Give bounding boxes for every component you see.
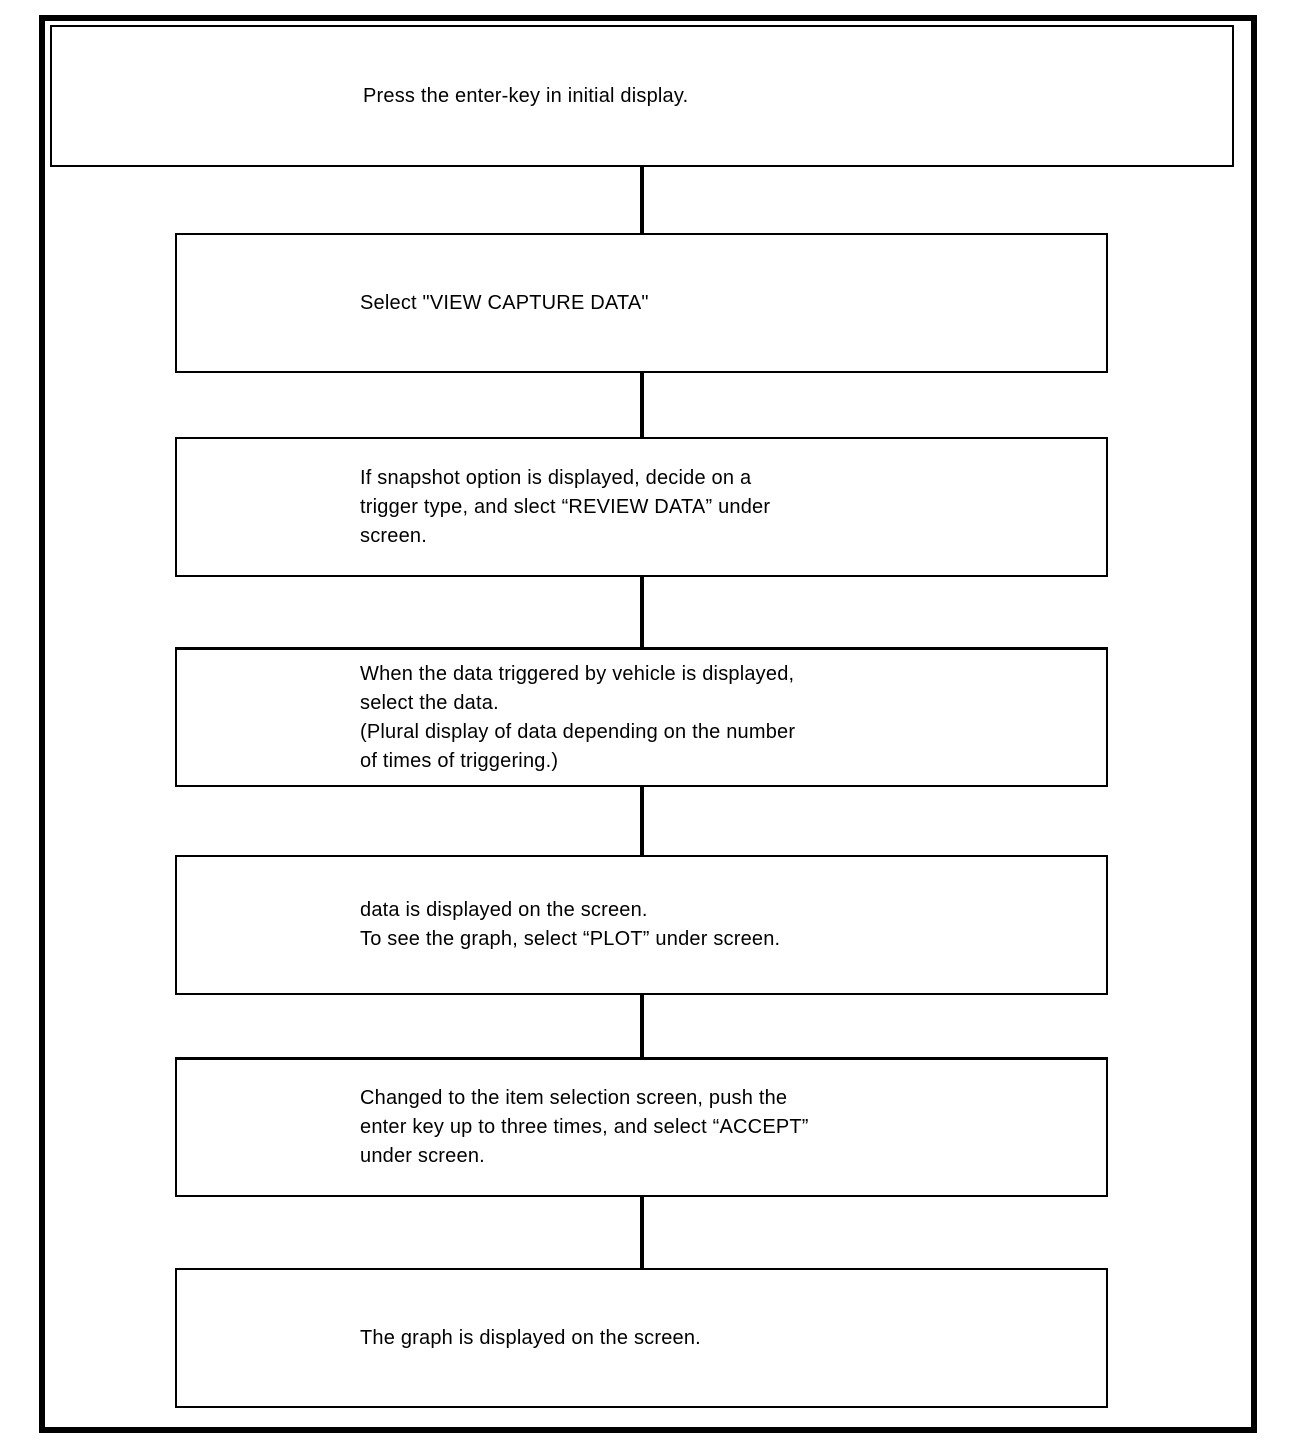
flowchart-step-7: The graph is displayed on the screen.: [175, 1268, 1108, 1408]
page-border-frame: [39, 15, 1257, 1433]
step-text-line: data is displayed on the screen.: [360, 899, 648, 921]
flowchart-step-6: Changed to the item selection screen, pu…: [175, 1057, 1108, 1197]
connector-line: [640, 1197, 644, 1268]
step-text-line: Changed to the item selection screen, pu…: [360, 1087, 788, 1109]
step-text-line: Press the enter-key in initial display.: [363, 84, 689, 107]
flowchart-step-5: data is displayed on the screen. To see …: [175, 855, 1108, 995]
step-text-line: enter key up to three times, and select …: [360, 1116, 809, 1138]
connector-line: [640, 787, 644, 855]
connector-line: [640, 995, 644, 1057]
connector-line: [640, 373, 644, 437]
step-text-line: under screen.: [360, 1145, 485, 1167]
step-text-line: of times of triggering.): [360, 749, 559, 772]
step-text-line: screen.: [360, 524, 427, 547]
step-text-line: The graph is displayed on the screen.: [360, 1326, 701, 1349]
flowchart-step-2: Select "VIEW CAPTURE DATA": [175, 233, 1108, 373]
connector-line: [640, 167, 644, 233]
connector-line: [640, 577, 644, 647]
step-text-line: When the data triggered by vehicle is di…: [360, 662, 795, 685]
step-text-line: select the data.: [360, 691, 499, 714]
step-text-line: Select "VIEW CAPTURE DATA": [360, 291, 649, 314]
flowchart-step-3: If snapshot option is displayed, decide …: [175, 437, 1108, 577]
step-text-line: To see the graph, select “PLOT” under sc…: [360, 928, 781, 950]
step-text-line: (Plural display of data depending on the…: [360, 720, 796, 743]
flowchart-step-4: When the data triggered by vehicle is di…: [175, 647, 1108, 787]
step-text-line: If snapshot option is displayed, decide …: [360, 466, 752, 489]
flowchart-step-1: Press the enter-key in initial display.: [50, 25, 1234, 167]
step-text-line: trigger type, and slect “REVIEW DATA” un…: [360, 495, 771, 518]
